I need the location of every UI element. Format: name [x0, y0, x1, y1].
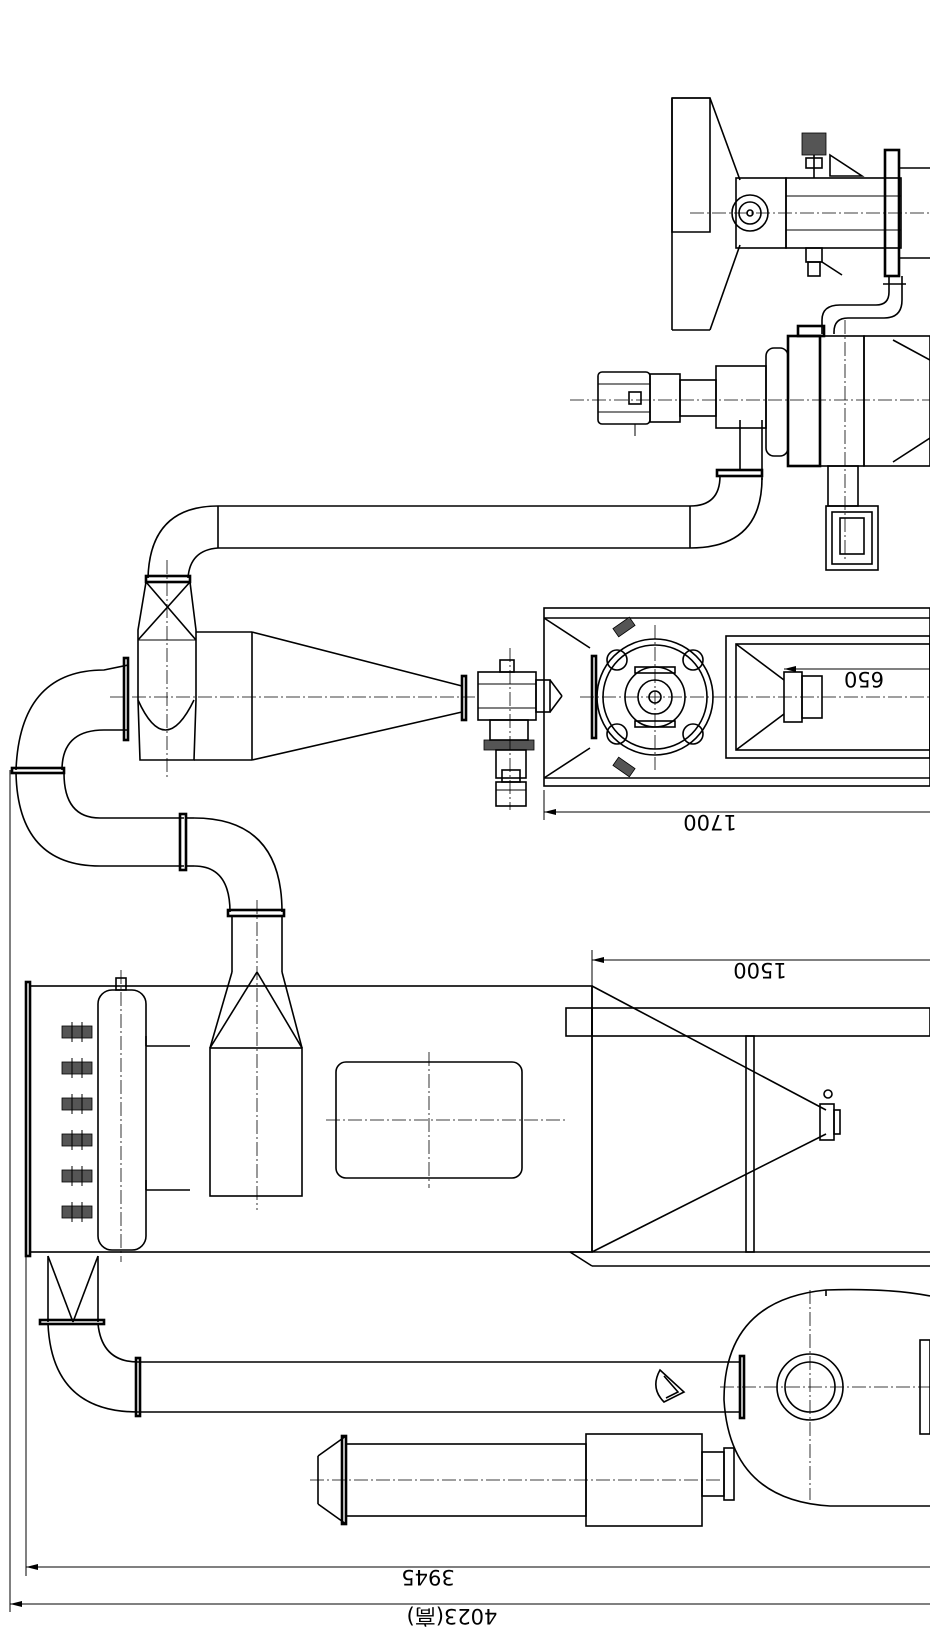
- dimension-650-label: 650: [844, 667, 884, 691]
- dimension-1500: 1500: [591, 950, 930, 986]
- motor-blower-assembly: [570, 320, 930, 571]
- pulse-valve: [61, 1058, 93, 1078]
- mill-assembly: [543, 607, 930, 787]
- pulse-valve: [61, 1130, 93, 1150]
- pulse-valves: [61, 1022, 93, 1222]
- discharge-hood-assembly: [671, 97, 930, 331]
- connecting-elbow: [796, 276, 906, 338]
- dimension-1700-label: 1700: [683, 810, 736, 834]
- exhaust-silencer: [310, 1433, 720, 1527]
- lower-outlet-pipe: [38, 1255, 740, 1418]
- rotary-feeder: [460, 648, 563, 810]
- return-pipe: [15, 772, 303, 1210]
- dimension-3945-label: 3945: [401, 1565, 454, 1589]
- upper-transfer-pipe: [144, 420, 764, 584]
- dimension-1500-label: 1500: [733, 958, 786, 982]
- dimension-1700: 1700: [543, 790, 930, 834]
- cyclone-separator: [10, 560, 475, 780]
- bag-filter: [24, 970, 930, 1267]
- pulse-valve: [61, 1094, 93, 1114]
- pulse-valve: [61, 1202, 93, 1222]
- pulse-valve: [61, 1022, 93, 1042]
- dimension-4023: 4023(高): [9, 770, 930, 1628]
- dimension-4023-label: 4023(高): [407, 1604, 498, 1628]
- dimension-3945: 3945: [25, 1256, 930, 1589]
- pulse-valve: [61, 1166, 93, 1186]
- exhaust-fan: [701, 1288, 930, 1507]
- dimension-650: 650: [784, 666, 930, 691]
